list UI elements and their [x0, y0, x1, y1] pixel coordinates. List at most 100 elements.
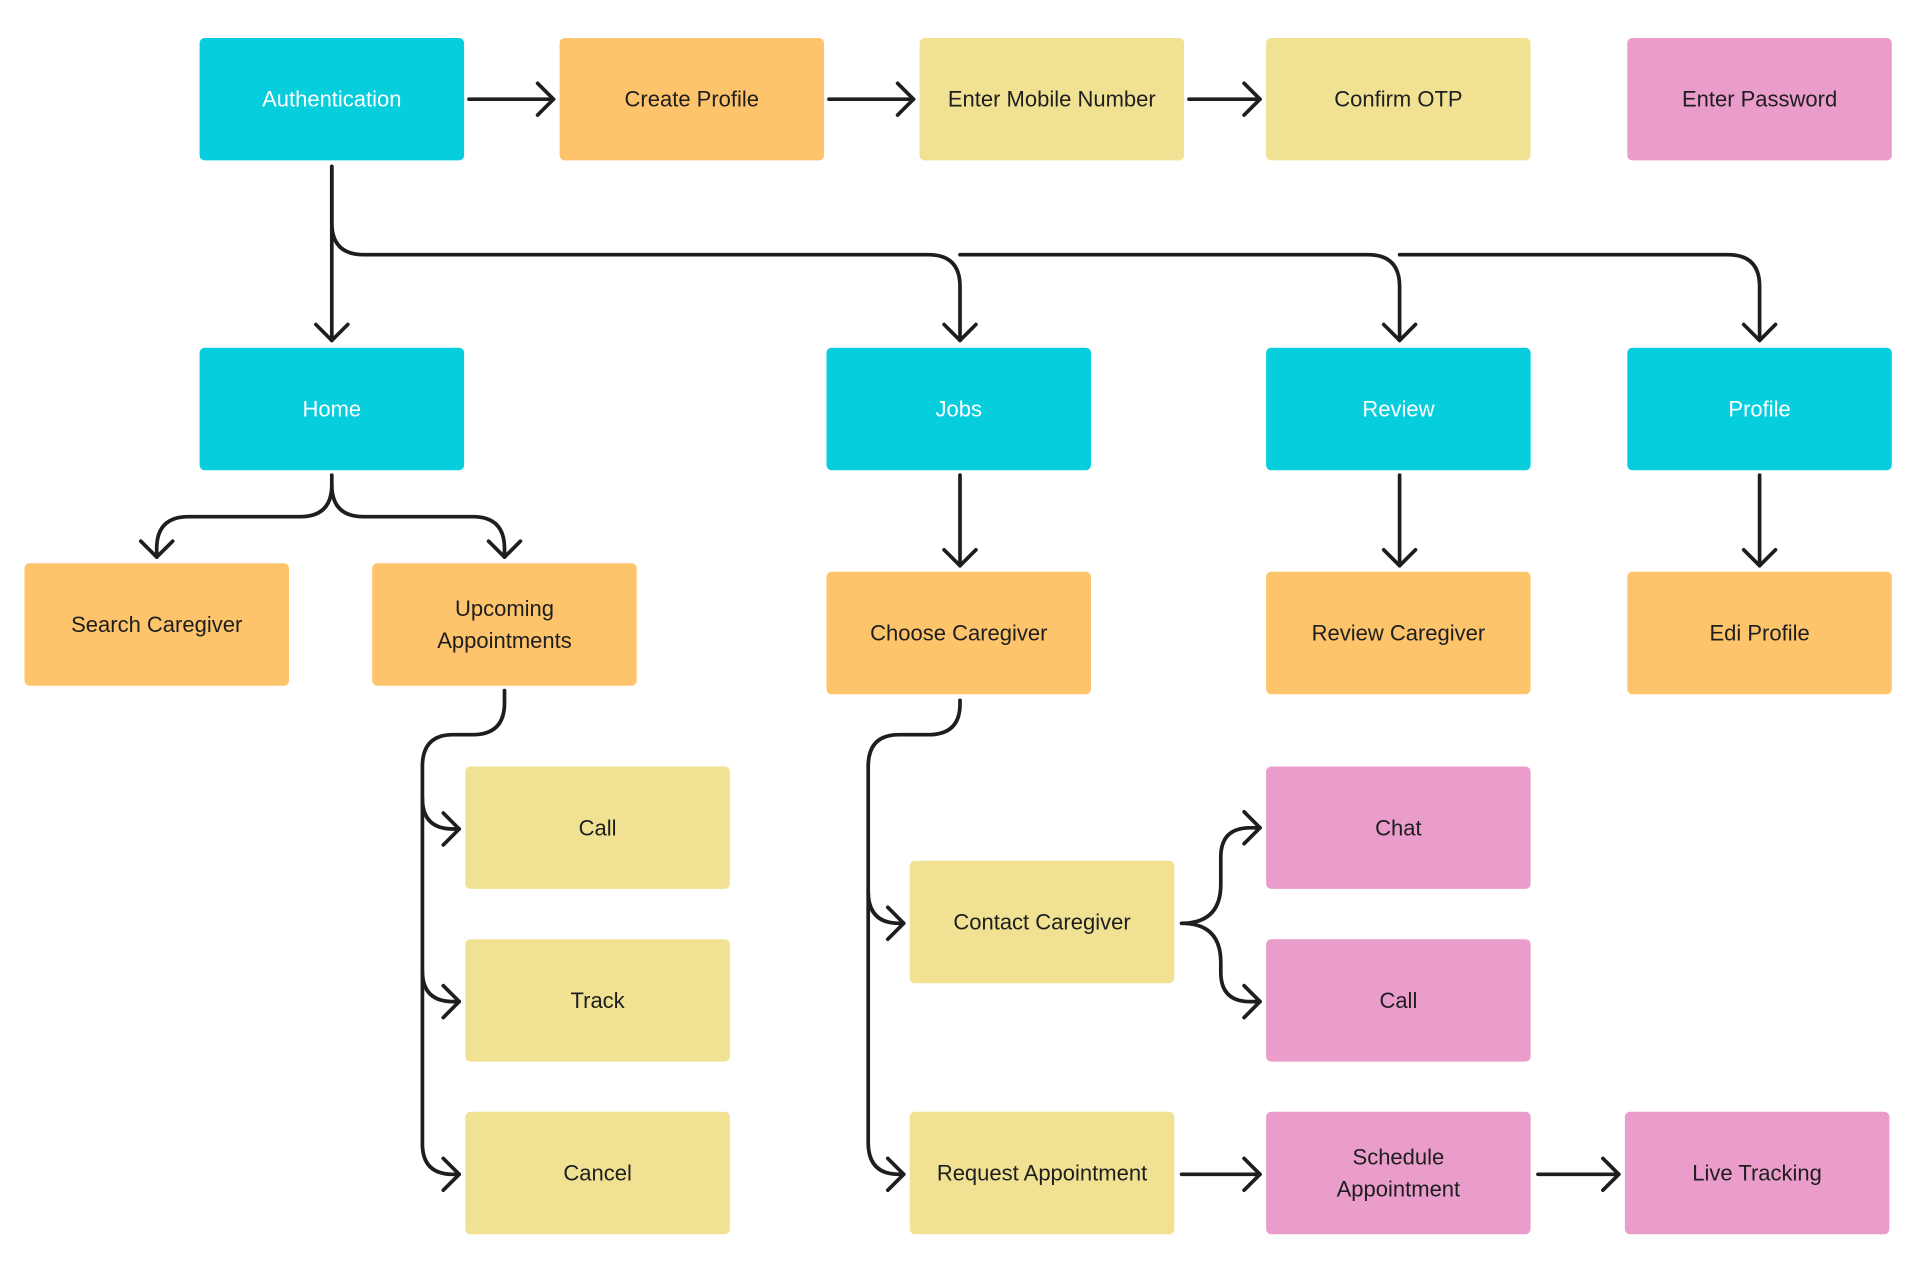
edge-request-appointment-to-schedule-appointment — [1179, 1156, 1262, 1193]
node-box — [826, 347, 1091, 471]
node-label: Search Caregiver — [71, 612, 242, 637]
node-label: Track — [571, 988, 626, 1013]
node-box — [909, 860, 1175, 984]
node-caregiver-call: Call — [1266, 939, 1531, 1062]
node-track: Track — [465, 939, 730, 1062]
node-cancel: Cancel — [465, 1111, 730, 1235]
arrowhead — [1242, 1156, 1262, 1193]
edge-choose-caregiver-to-request-appointment — [866, 889, 906, 1193]
edge-jobs-to-choose-caregiver — [942, 473, 978, 568]
edge-create-profile-to-enter-mobile-number — [827, 81, 916, 117]
node-box — [199, 347, 465, 471]
node-appointment-call: Call — [465, 766, 730, 889]
node-box — [919, 38, 1185, 161]
arrowhead — [942, 322, 978, 343]
node-label: Appointment — [1337, 1177, 1461, 1202]
node-enter-mobile-number: Enter Mobile Number — [919, 38, 1185, 161]
node-box — [1266, 939, 1531, 1062]
edge-upcoming-appointments-to-cancel — [420, 969, 462, 1193]
node-edit-profile: Edi Profile — [1627, 571, 1892, 695]
arrowhead — [441, 1156, 462, 1193]
connector-line — [154, 473, 334, 559]
node-box — [465, 1111, 730, 1235]
node-label: Profile — [1728, 397, 1790, 422]
edge-home-to-search-caregiver — [138, 473, 334, 559]
node-profile: Profile — [1627, 347, 1892, 471]
edge-authentication-to-profile — [1397, 252, 1778, 343]
node-box — [1627, 38, 1892, 161]
arrowhead — [1242, 809, 1262, 846]
node-label: Home — [302, 397, 361, 422]
node-box — [1266, 571, 1531, 695]
node-enter-password: Enter Password — [1627, 38, 1892, 161]
edge-profile-to-edit-profile — [1741, 473, 1778, 568]
node-label: Edi Profile — [1709, 621, 1809, 646]
arrowhead — [1601, 1156, 1621, 1193]
node-label: Schedule — [1353, 1145, 1445, 1170]
node-confirm-otp: Confirm OTP — [1266, 38, 1531, 161]
node-request-appointment: Request Appointment — [909, 1111, 1175, 1235]
connector-line — [866, 698, 962, 926]
node-create-profile: Create Profile — [559, 38, 825, 161]
edge-upcoming-appointments-to-track — [420, 796, 462, 1020]
arrowhead — [1381, 547, 1418, 568]
node-label: Review Caregiver — [1312, 621, 1486, 646]
node-contact-caregiver: Contact Caregiver — [909, 860, 1175, 984]
node-label: Contact Caregiver — [953, 910, 1130, 935]
node-label: Review — [1362, 397, 1434, 422]
connector-line — [866, 889, 906, 1177]
connector-line — [420, 688, 507, 831]
edge-contact-caregiver-to-caregiver-call — [1179, 921, 1262, 1020]
connector-line — [420, 969, 462, 1177]
arrowhead — [314, 322, 350, 343]
edge-schedule-appointment-to-live-tracking — [1536, 1156, 1621, 1193]
node-chat: Chat — [1266, 766, 1531, 889]
arrowhead — [1741, 547, 1778, 568]
arrowhead — [486, 539, 523, 559]
connector-line — [329, 483, 507, 559]
connector-line — [1179, 921, 1262, 1004]
node-label: Choose Caregiver — [870, 621, 1047, 646]
arrowhead — [895, 81, 916, 117]
node-label: Authentication — [262, 87, 401, 112]
arrowhead — [1741, 322, 1778, 343]
arrowhead — [535, 81, 556, 117]
edge-authentication-to-create-profile — [467, 81, 556, 117]
node-box — [372, 563, 637, 686]
node-box — [1627, 571, 1892, 695]
node-label: Confirm OTP — [1334, 87, 1462, 112]
node-box — [1624, 1111, 1890, 1235]
arrowhead — [441, 811, 462, 847]
node-box — [1266, 766, 1531, 889]
node-box — [559, 38, 825, 161]
edge-home-to-upcoming-appointments — [329, 483, 523, 559]
edge-upcoming-appointments-to-appointment-call — [420, 688, 507, 847]
node-label: Chat — [1375, 815, 1421, 840]
edge-review-to-review-caregiver — [1381, 473, 1418, 568]
edge-contact-caregiver-to-chat — [1179, 809, 1262, 926]
node-label: Upcoming — [455, 596, 554, 621]
node-box — [909, 1111, 1175, 1235]
arrowhead — [885, 905, 906, 942]
node-box — [1266, 347, 1531, 471]
node-authentication: Authentication — [199, 38, 465, 161]
node-box — [465, 939, 730, 1062]
arrowhead — [1242, 983, 1262, 1020]
node-live-tracking: Live Tracking — [1624, 1111, 1890, 1235]
arrowhead — [1242, 81, 1262, 117]
edge-authentication-to-review — [958, 252, 1418, 343]
node-box — [1266, 1111, 1531, 1235]
arrowhead — [1381, 322, 1418, 343]
node-label: Jobs — [936, 397, 982, 422]
node-search-caregiver: Search Caregiver — [24, 563, 289, 686]
node-label: Call — [579, 815, 617, 840]
node-box — [1266, 38, 1531, 161]
node-review-caregiver: Review Caregiver — [1266, 571, 1531, 695]
node-review: Review — [1266, 347, 1531, 471]
connector-line — [329, 164, 962, 343]
arrowhead — [138, 539, 175, 559]
node-home: Home — [199, 347, 465, 471]
